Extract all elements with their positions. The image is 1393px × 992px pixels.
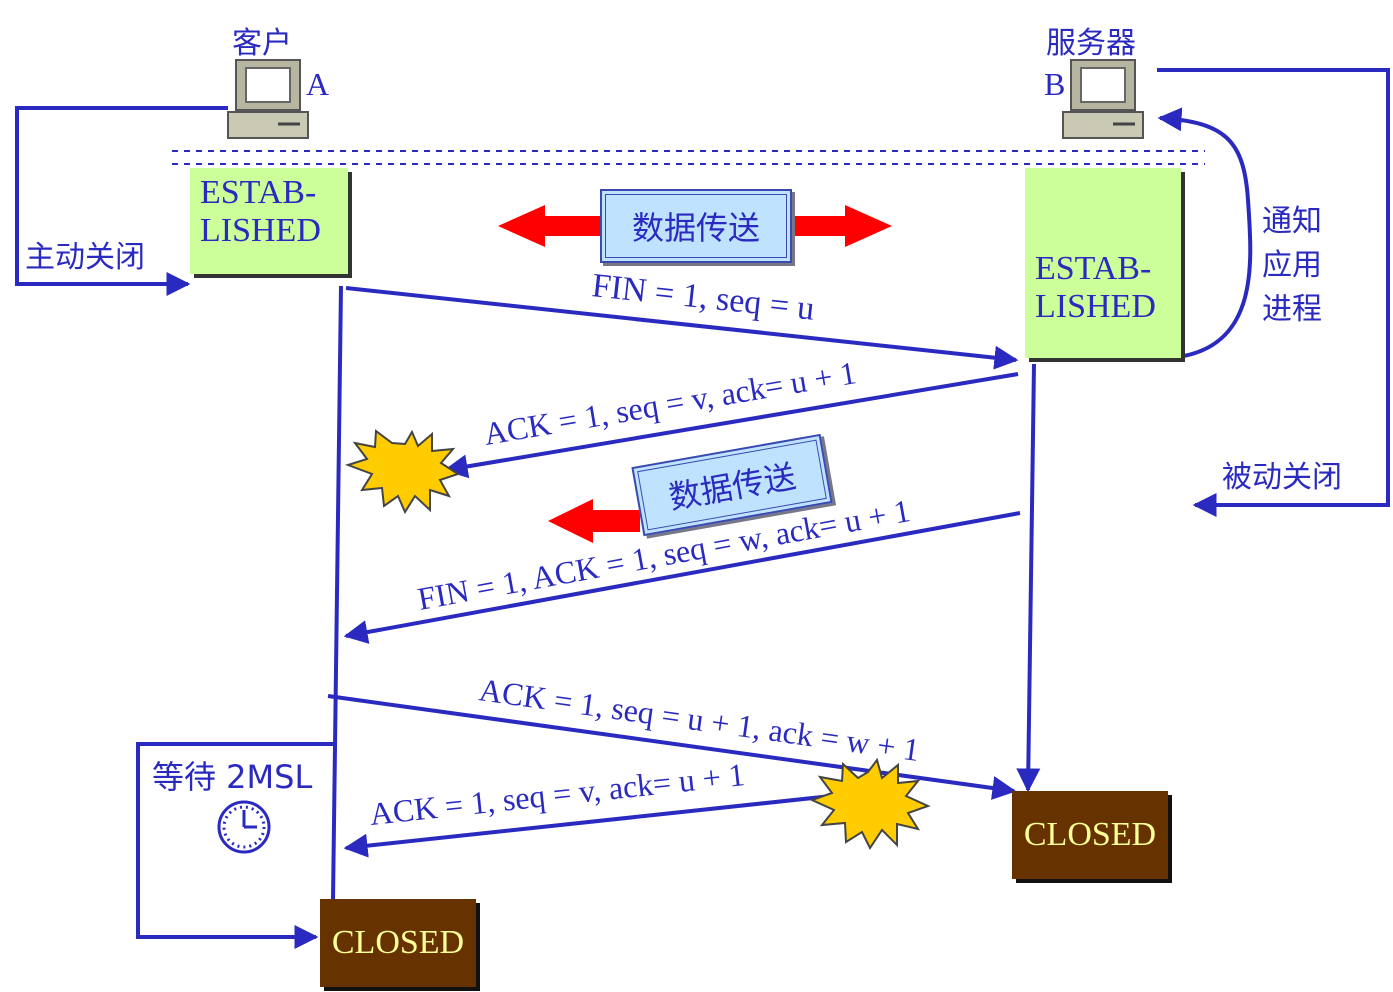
client-timeline xyxy=(331,285,343,901)
active-close-arrow xyxy=(15,106,228,296)
final-ack-arrow xyxy=(327,694,1017,800)
retrans-ack-label: ACK = 1, seq = v, ack= u + 1 xyxy=(368,756,746,832)
burst-icon xyxy=(809,757,931,850)
time-wait-bracket xyxy=(136,742,336,949)
client-letter: A xyxy=(306,66,330,102)
server-established-state: ESTAB- LISHED xyxy=(1025,168,1181,358)
server-letter: B xyxy=(1044,66,1066,102)
client-closed-state: CLOSED xyxy=(320,899,476,987)
state-line-2: LISHED xyxy=(200,212,321,249)
time-wait-label: 等待 2MSL xyxy=(152,758,313,796)
red-left-arrow xyxy=(548,499,640,543)
ack-arrow xyxy=(443,372,1019,479)
notify-label-1: 通知 xyxy=(1262,204,1322,239)
clock-icon xyxy=(217,800,271,854)
final-ack-label: ACK = 1, seq = u + 1, ack = w + 1 xyxy=(477,671,922,768)
state-line-2: LISHED xyxy=(1035,288,1156,325)
client-established-state: ESTAB- LISHED xyxy=(190,168,348,274)
passive-close-label: 被动关闭 xyxy=(1222,460,1342,495)
fin-arrow xyxy=(345,286,1019,370)
computer-icon xyxy=(1062,59,1144,139)
retrans-ack-arrow xyxy=(343,792,851,858)
client-title: 客户 xyxy=(232,26,292,61)
notify-label-2: 应用 xyxy=(1262,248,1322,283)
server-timeline xyxy=(1016,363,1041,793)
burst-icon xyxy=(344,429,461,515)
server-closed-state: CLOSED xyxy=(1012,791,1168,879)
state-line-1: ESTAB- xyxy=(200,174,317,211)
state-line-1: ESTAB- xyxy=(1035,250,1152,287)
computer-icon xyxy=(227,59,309,139)
fin-ack-arrow xyxy=(343,511,1021,644)
passive-close-arrow xyxy=(1157,68,1390,517)
server-title: 服务器 xyxy=(1046,26,1136,61)
active-close-label: 主动关闭 xyxy=(25,240,145,275)
data-transfer-box: 数据传送 xyxy=(600,189,792,263)
notify-app-arrow xyxy=(1157,107,1253,359)
notify-label-3: 进程 xyxy=(1262,292,1322,327)
